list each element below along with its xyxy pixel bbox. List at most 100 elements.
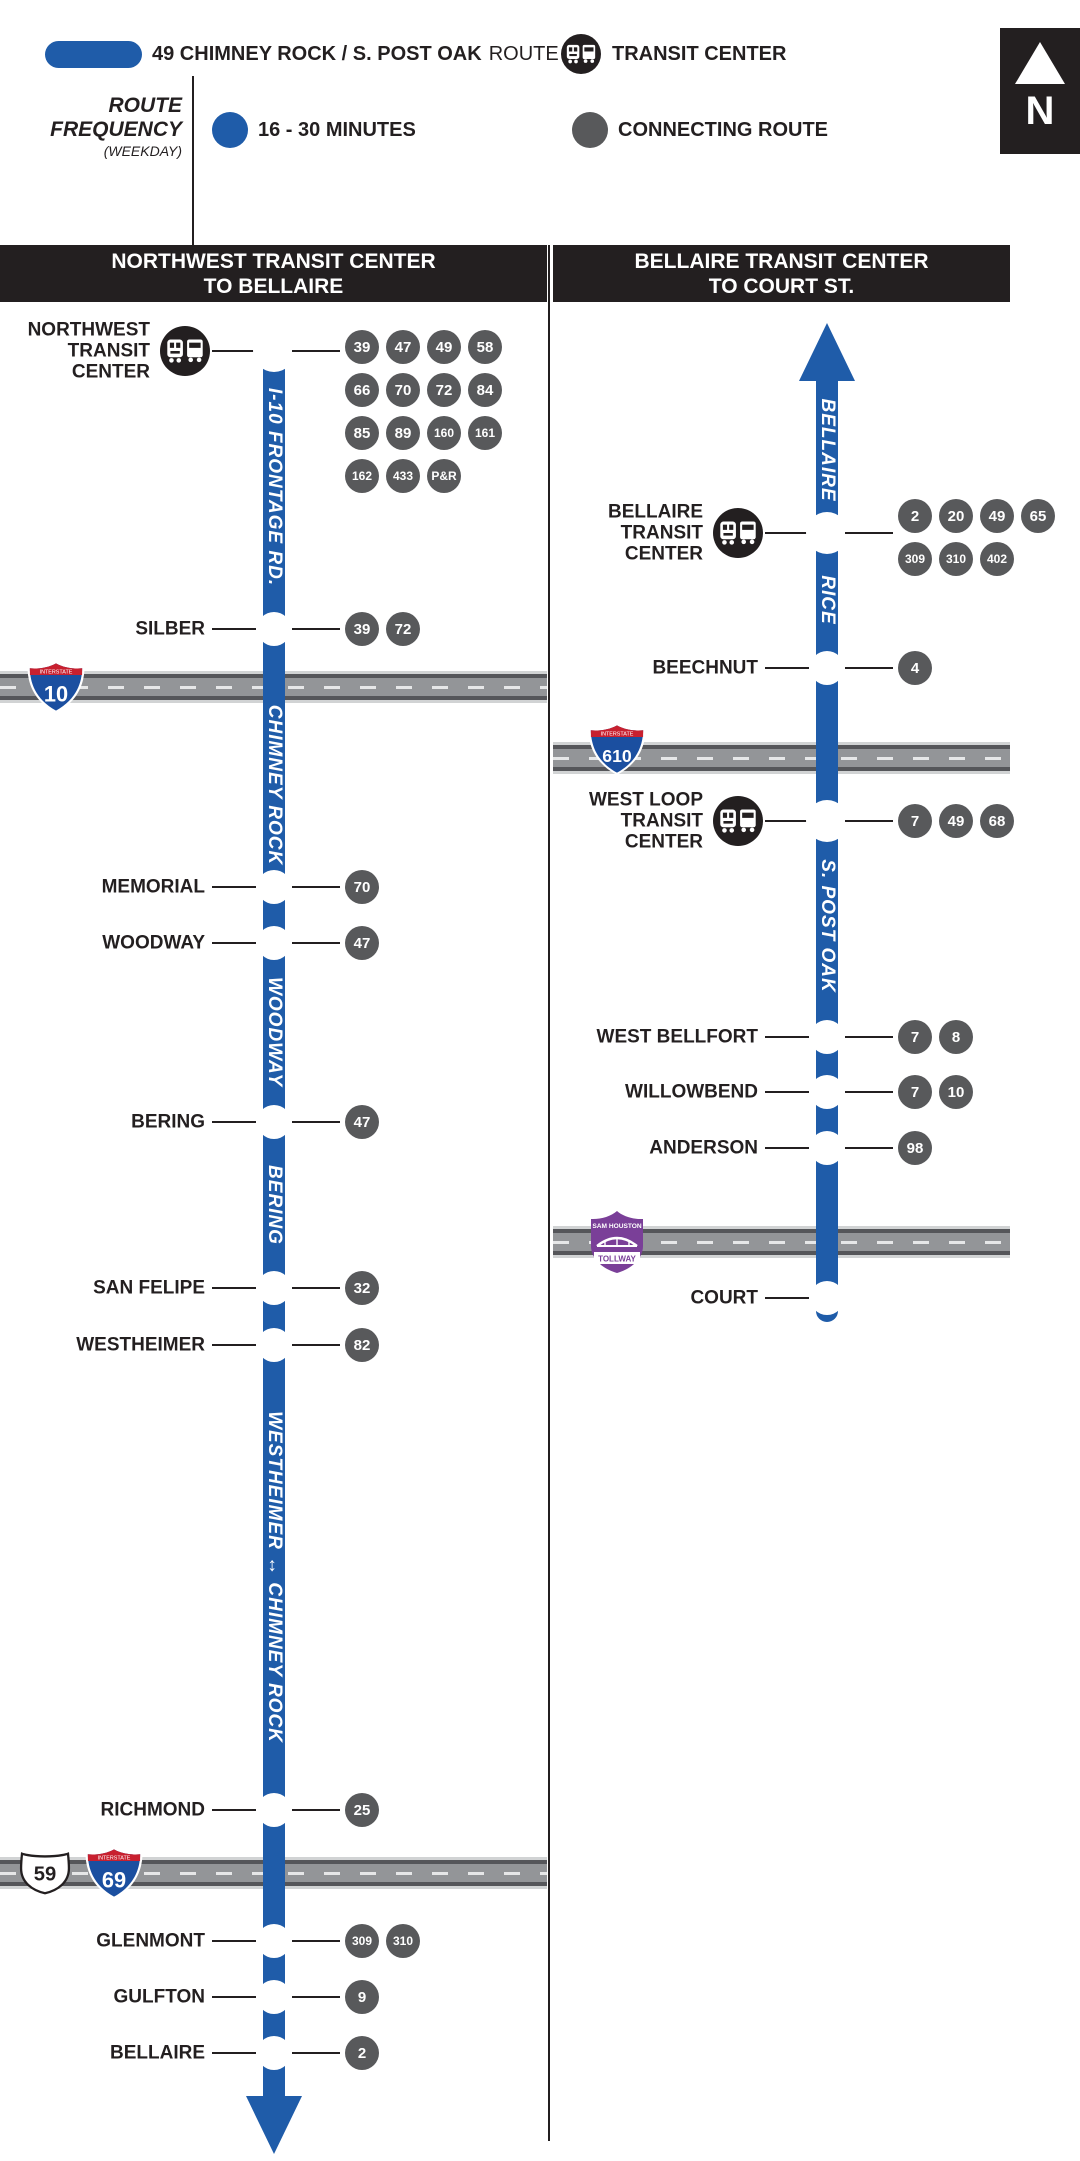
stop-dot [257,1105,291,1139]
shield-number: 610 [602,746,632,766]
stop-tick-line [212,886,256,888]
route-badge: 49 [427,330,461,364]
badge-tick-line [292,1996,340,1998]
connecting-routes: 2 20 49 65 309 310 402 [898,499,1056,576]
route-frequency-title: ROUTE FREQUENCY (WEEKDAY) [0,94,182,160]
stop-name: BELLAIRE TRANSIT CENTER [608,501,703,565]
stop-dot [257,870,291,904]
north-arrow-icon [1015,42,1065,84]
north-indicator: N [1000,28,1080,154]
badge-tick-line [292,1287,340,1289]
route-word-label: ROUTE [488,42,559,65]
stop-tick-line [765,667,809,669]
route-badge: 32 [345,1271,379,1305]
route-arrow-down-icon [246,2096,302,2154]
badge-tick-line [845,1147,893,1149]
stop-name: NORTHWEST TRANSIT CENTER [27,319,150,383]
stop-dot [257,2036,291,2070]
route-badge: 70 [386,373,420,407]
stop-tick-line [212,350,256,352]
badge-tick-line [292,628,340,630]
route-badge: 4 [898,651,932,685]
route-badge: 98 [898,1131,932,1165]
stop-tick-line [212,1996,256,1998]
route-badge: 9 [345,1980,379,2014]
route-badge: 7 [898,1020,932,1054]
stop-dot [257,1793,291,1827]
stop-tick-line [212,1940,256,1942]
badge-tick-line [845,1036,893,1038]
stop-tick-line [212,1121,256,1123]
badge-tick-line [845,1091,893,1093]
stop-name: WESTHEIMER [76,1334,205,1356]
connecting-route-label: CONNECTING ROUTE [618,118,828,141]
stop-name: BERING [131,1111,205,1133]
route-title: 49 CHIMNEY ROCK / S. POST OAK ROUTE [152,40,559,68]
route-badge: 49 [939,804,973,838]
stop-tick-line [212,942,256,944]
stop-name: GLENMONT [96,1930,205,1952]
route-badge: 2 [345,2036,379,2070]
route-badge: 66 [345,373,379,407]
stop-dot [257,1271,291,1305]
frequency-title-line2: FREQUENCY [50,118,182,141]
stop-dot [257,1924,291,1958]
stop-name: SAN FELIPE [93,1277,205,1299]
connecting-routes: 98 [898,1131,932,1165]
stop-dot [810,1281,844,1315]
route-badge: 85 [345,416,379,450]
interstate-word: INTERSTATE [601,731,634,737]
interstate-word: INTERSTATE [40,669,73,675]
stop-name: WOODWAY [102,932,205,954]
stop-dot [257,612,291,646]
route-badge: 68 [980,804,1014,838]
connecting-routes: 39 47 49 58 66 70 72 84 85 89 160 161 16… [345,330,503,493]
route-badge: 49 [980,499,1014,533]
badge-tick-line [292,1121,340,1123]
route-badge: 65 [1021,499,1055,533]
stop-dot [810,1131,844,1165]
badge-tick-line [845,532,893,534]
route-badge: 47 [345,926,379,960]
route-badge: 7 [898,804,932,838]
badge-tick-line [292,1809,340,1811]
stop-name: SILBER [135,618,205,640]
route-badge: 72 [427,373,461,407]
stop-tick-line [765,1091,809,1093]
route-badge: 47 [386,330,420,364]
stop-dot [806,800,848,842]
route-badge: 39 [345,330,379,364]
route-badge: 310 [386,1924,420,1958]
route-name-label: 49 CHIMNEY ROCK / S. POST OAK [152,42,482,65]
stop-dot [257,1980,291,2014]
stop-tick-line [765,1147,809,1149]
frequency-dot [212,112,248,148]
stop-tick-line [212,628,256,630]
stop-name: BELLAIRE [110,2042,205,2064]
frequency-title-line1: ROUTE [108,94,183,117]
route-badge: 84 [468,373,502,407]
transit-center-icon [713,508,763,558]
route-badge: 160 [427,416,461,450]
legend-separator-line [192,76,194,245]
frequency-value-label: 16 - 30 MINUTES [258,118,416,141]
stop-tick-line [765,532,809,534]
street-label: BERING [264,1165,285,1245]
stop-tick-line [765,820,809,822]
connecting-routes: 32 [345,1271,379,1305]
badge-tick-line [845,667,893,669]
route-badge: 310 [939,542,973,576]
route-badge: 20 [939,499,973,533]
street-label: S. POST OAK [817,859,838,993]
connecting-routes: 82 [345,1328,379,1362]
route-badge: 402 [980,542,1014,576]
badge-tick-line [292,886,340,888]
route-badge: 309 [345,1924,379,1958]
connecting-routes: 39 72 [345,612,420,646]
connecting-routes: 309 310 [345,1924,420,1958]
connecting-routes: 9 [345,1980,379,2014]
street-label: WESTHEIMER ↔ CHIMNEY ROCK [264,1411,285,1743]
connecting-routes: 25 [345,1793,379,1827]
shield-number: 69 [102,1868,126,1893]
